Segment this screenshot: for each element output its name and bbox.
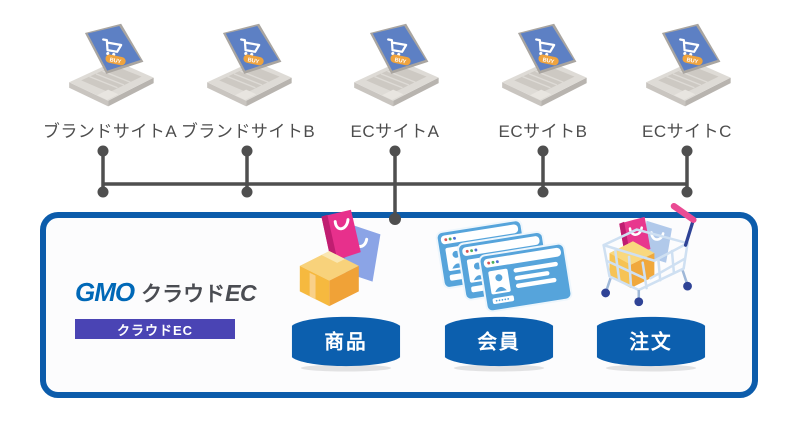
- svg-text:BUY: BUY: [542, 57, 555, 65]
- brand-block: GMO クラウドEC クラウドEC: [75, 277, 257, 339]
- logo-suffix-text: EC: [225, 280, 257, 306]
- database-label: 会員: [477, 330, 520, 353]
- laptop-ec-site-icon: BUY: [502, 23, 587, 107]
- svg-text:BUY: BUY: [109, 57, 122, 65]
- buy-button: BUY: [243, 54, 264, 66]
- logo-product-text: クラウド: [141, 283, 226, 306]
- buy-button: BUY: [105, 54, 126, 66]
- buy-button: BUY: [682, 54, 703, 66]
- shopping-cart-icon: [601, 202, 697, 307]
- database-members: 会員: [444, 316, 554, 372]
- buy-button: BUY: [390, 54, 411, 66]
- database-products: 商品: [291, 316, 401, 372]
- site-node-brand-a: BUY ブランドサイトA: [22, 20, 198, 142]
- logo-gmo-text: GMO: [75, 277, 135, 307]
- laptop-ec-site-icon: BUY: [646, 23, 731, 107]
- laptop-ec-site-icon: BUY: [354, 23, 439, 107]
- site-node-ec-b: BUY ECサイトB: [455, 20, 631, 142]
- database-label: 商品: [324, 330, 367, 353]
- database-label: 注文: [629, 330, 672, 353]
- cloud-ec-badge: クラウドEC: [75, 319, 235, 339]
- site-label: ECサイトA: [350, 122, 440, 142]
- site-label: ECサイトB: [498, 122, 588, 142]
- laptop-ec-site-icon: BUY: [207, 23, 292, 107]
- svg-text:BUY: BUY: [247, 57, 260, 65]
- database-orders: 注文: [596, 316, 706, 372]
- svg-text:BUY: BUY: [394, 57, 407, 65]
- site-node-brand-b: BUY ブランドサイトB: [160, 20, 336, 142]
- site-node-ec-a: BUY ECサイトA: [307, 20, 483, 142]
- site-node-ec-c: BUY ECサイトC: [599, 20, 775, 142]
- site-label: ブランドサイトB: [180, 122, 316, 142]
- member-cards-icon: [435, 219, 573, 313]
- gmo-cloud-ec-logo: GMO クラウドEC: [75, 277, 257, 310]
- site-label: ブランドサイトA: [42, 122, 178, 142]
- shopping-bags-icon: [299, 209, 381, 307]
- site-label: ECサイトC: [642, 122, 732, 142]
- buy-button: BUY: [538, 54, 559, 66]
- laptop-ec-site-icon: BUY: [69, 23, 154, 107]
- svg-text:BUY: BUY: [686, 57, 699, 65]
